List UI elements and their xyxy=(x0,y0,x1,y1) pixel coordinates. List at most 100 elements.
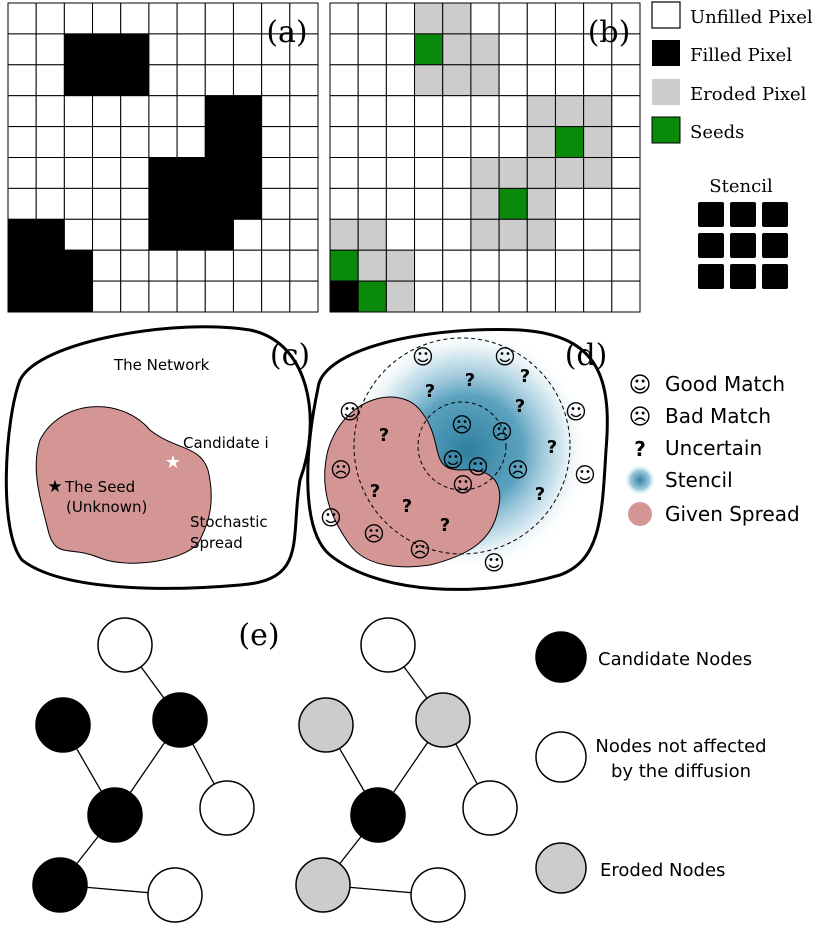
uncertain-mark: ? xyxy=(425,381,435,402)
pixel-unfilled xyxy=(261,157,291,189)
stencil-inner-ring xyxy=(417,401,507,491)
unfilled-swatch xyxy=(651,1,681,29)
pixel-unfilled xyxy=(63,126,94,158)
pixel-filled xyxy=(176,157,206,189)
candidate-node xyxy=(87,787,143,843)
candidate-node-label: Candidate Nodes xyxy=(598,649,752,670)
pixel-seed xyxy=(554,126,585,158)
pixel-unfilled xyxy=(176,2,206,35)
network-title: The Network xyxy=(113,356,210,374)
pixel-unfilled xyxy=(289,280,319,313)
bad-match-mark: ☹ xyxy=(491,420,513,444)
pixel-unfilled xyxy=(414,280,444,313)
pixel-unfilled xyxy=(414,126,444,158)
candidate-node xyxy=(32,857,88,913)
pixel-unfilled xyxy=(92,218,122,251)
graph-eroded xyxy=(295,617,518,923)
good-match-mark: ☺ xyxy=(452,473,474,497)
pixel-unfilled xyxy=(92,280,122,313)
pixel-eroded xyxy=(442,2,472,35)
pixel-eroded xyxy=(357,249,387,282)
pixel-unfilled xyxy=(357,64,387,97)
seed-swatch xyxy=(651,116,681,144)
pixel-unfilled xyxy=(442,157,472,189)
filled-swatch xyxy=(652,40,680,66)
unaffected-label-2: by the diffusion xyxy=(611,761,751,782)
pixel-unfilled xyxy=(470,280,500,313)
pixel-unfilled xyxy=(329,64,359,97)
pixel-unfilled xyxy=(385,2,416,35)
pixel-unfilled xyxy=(498,2,528,35)
pixel-eroded xyxy=(526,95,556,128)
pixel-unfilled xyxy=(261,187,291,220)
pixel-eroded xyxy=(442,64,472,97)
eroded-node xyxy=(298,697,354,753)
stencil-cell xyxy=(762,264,788,289)
pixel-unfilled xyxy=(204,2,234,35)
pixel-eroded xyxy=(526,187,556,220)
pixel-unfilled xyxy=(357,126,387,158)
pixel-unfilled xyxy=(442,187,472,220)
pixel-unfilled xyxy=(120,126,150,158)
pixel-filled xyxy=(35,249,65,282)
pixel-unfilled xyxy=(611,187,641,220)
pixel-grid-b xyxy=(329,2,641,313)
pixel-unfilled xyxy=(498,126,528,158)
candidate-star-icon: ★ xyxy=(165,452,181,473)
pixel-filled xyxy=(120,64,150,97)
pixel-unfilled xyxy=(554,64,585,97)
pixel-eroded xyxy=(414,2,444,35)
match-marks: ☺☺☺☺☺☺☺☺☺☺☹☹☹☹☹☹?????????? xyxy=(320,345,596,575)
pixel-seed xyxy=(329,249,359,282)
graph-candidate xyxy=(32,617,255,923)
pixel-unfilled xyxy=(261,218,291,251)
pixel-unfilled xyxy=(35,157,65,189)
pixel-unfilled xyxy=(35,64,65,97)
pixel-unfilled xyxy=(414,249,444,282)
pixel-eroded xyxy=(414,64,444,97)
pixel-unfilled xyxy=(498,280,528,313)
pixel-unfilled xyxy=(526,280,556,313)
pixel-filled xyxy=(63,280,94,313)
pixel-eroded xyxy=(583,95,613,128)
pixel-eroded xyxy=(583,157,613,189)
uncertain-label: Uncertain xyxy=(665,436,762,460)
good-match-mark: ☺ xyxy=(442,448,464,472)
pixel-unfilled xyxy=(176,64,206,97)
pixel-filled xyxy=(232,157,263,189)
pixel-unfilled xyxy=(261,280,291,313)
stencil-cell xyxy=(762,202,788,227)
pixel-filled xyxy=(329,280,359,313)
seed-star-icon: ★ xyxy=(47,477,62,497)
stencil-cell xyxy=(730,264,756,289)
bad-match-mark: ☹ xyxy=(330,458,352,482)
pixel-unfilled xyxy=(385,64,416,97)
pixel-unfilled xyxy=(232,64,263,97)
pixel-unfilled xyxy=(261,249,291,282)
pixel-unfilled xyxy=(63,157,94,189)
pixel-unfilled xyxy=(148,2,178,35)
pixel-unfilled xyxy=(357,157,387,189)
pixel-unfilled xyxy=(554,33,585,66)
stencil-outer-ring xyxy=(353,337,571,555)
uncertain-mark: ? xyxy=(370,481,380,502)
pixel-unfilled xyxy=(148,33,178,66)
pixel-filled xyxy=(120,33,150,66)
pixel-eroded xyxy=(470,64,500,97)
pixel-filled xyxy=(232,95,263,128)
pixel-unfilled xyxy=(414,95,444,128)
pixel-eroded xyxy=(385,280,416,313)
stencil-cell xyxy=(762,233,788,258)
pixel-unfilled xyxy=(414,157,444,189)
pixel-unfilled xyxy=(583,2,613,35)
pixel-unfilled xyxy=(611,126,641,158)
pixel-unfilled xyxy=(148,249,178,282)
pixel-unfilled xyxy=(148,126,178,158)
unaffected-node xyxy=(199,780,255,836)
seeds-label: Seeds xyxy=(690,122,744,143)
pixel-unfilled xyxy=(232,218,263,251)
pixel-unfilled xyxy=(63,2,94,35)
pixel-unfilled xyxy=(583,64,613,97)
uncertain-icon: ? xyxy=(634,437,646,461)
pixel-unfilled xyxy=(329,157,359,189)
